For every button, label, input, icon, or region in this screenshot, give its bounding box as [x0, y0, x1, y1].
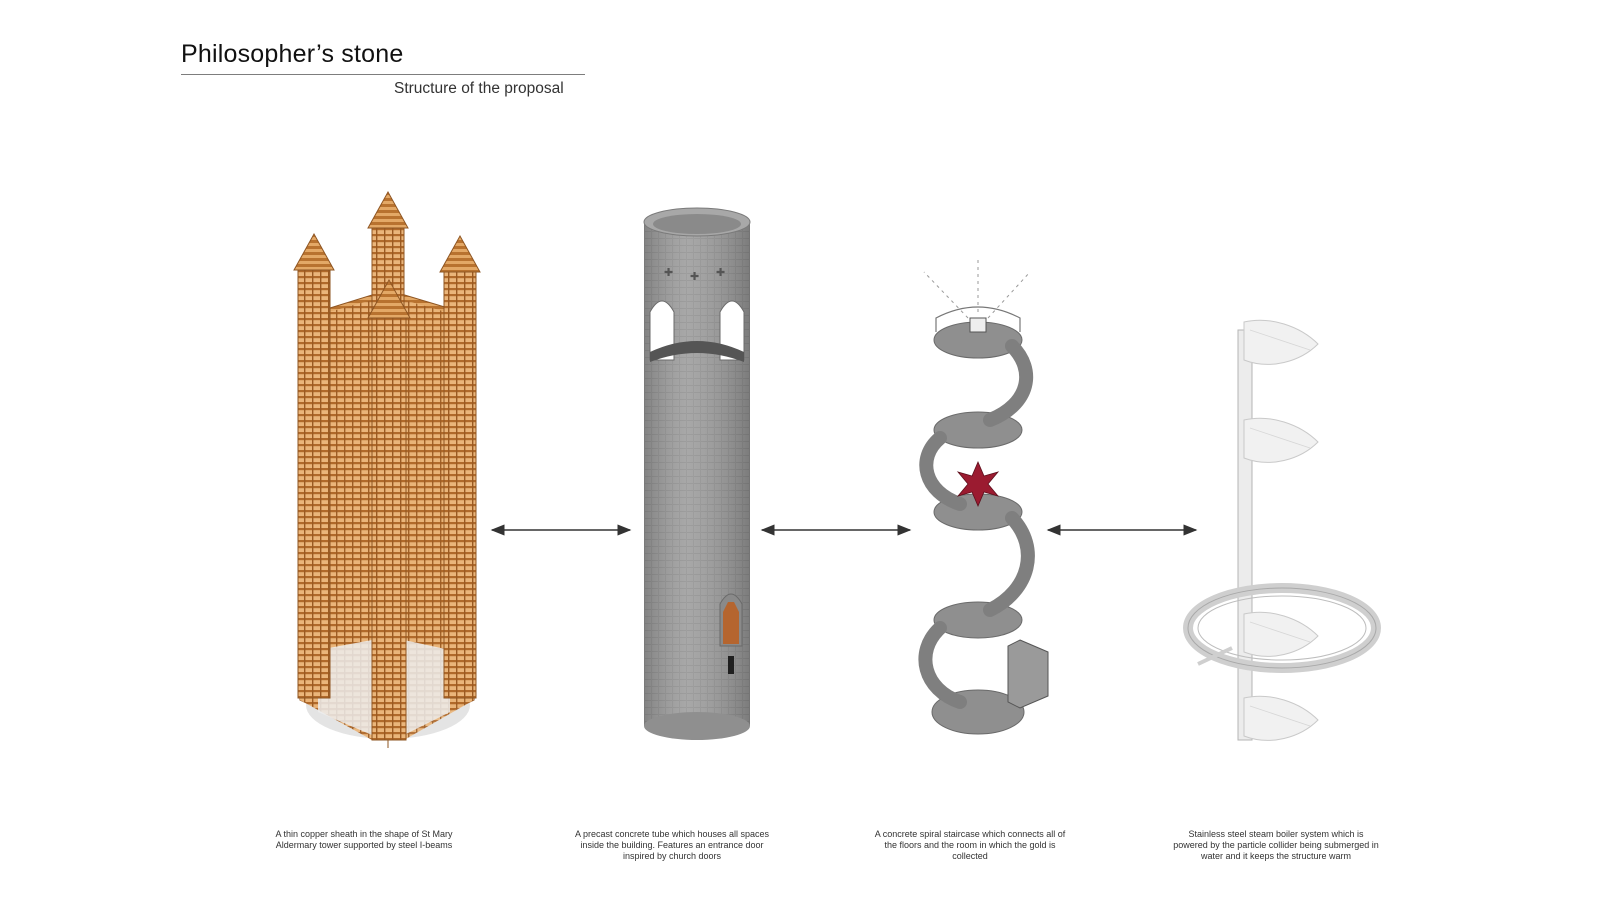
caption-concrete-tube: A precast concrete tube which houses all…	[574, 829, 770, 861]
caption-copper-sheath: A thin copper sheath in the shape of St …	[275, 829, 453, 850]
pinnacle-shaft-front	[371, 315, 407, 741]
page-subtitle: Structure of the proposal	[394, 80, 564, 97]
gold-collection-star	[956, 460, 1000, 508]
coil-hatching	[1249, 329, 1311, 727]
light-rays	[923, 258, 1031, 319]
boiler-mast	[1237, 329, 1253, 741]
landing-box	[1007, 639, 1049, 709]
spiral-staircase	[918, 258, 1049, 735]
sheath-opening-right	[404, 640, 450, 735]
tube-rim-inner	[653, 214, 741, 234]
spire-back	[367, 190, 409, 229]
stair-landings	[931, 321, 1025, 735]
svg-text:✚: ✚	[664, 266, 673, 279]
caption-steam-boiler: Stainless steel steam boiler system whic…	[1173, 829, 1379, 861]
top-pedestal	[969, 317, 987, 333]
spire-right	[439, 234, 481, 273]
copper-sheath-tower	[293, 190, 481, 748]
sheath-opening	[318, 640, 372, 735]
pinnacle-shaft-right	[443, 269, 477, 699]
concrete-tube: ✚ ✚ ✚	[643, 207, 751, 740]
top-railing	[935, 306, 1021, 332]
cross-ornaments: ✚ ✚ ✚	[664, 266, 725, 283]
spire-front	[367, 278, 411, 319]
title-divider	[181, 74, 585, 75]
page-title: Philosopher’s stone	[181, 40, 404, 68]
svg-text:✚: ✚	[716, 266, 725, 279]
svg-text:✚: ✚	[690, 270, 699, 283]
steel-boiler-system	[1183, 319, 1381, 741]
tube-bottom	[644, 712, 750, 740]
entrance-door	[723, 602, 739, 644]
spire-left	[293, 232, 335, 271]
pinnacle-shaft-left	[297, 267, 331, 699]
door-slot	[728, 656, 734, 674]
caption-spiral-staircase: A concrete spiral staircase which connec…	[874, 829, 1066, 861]
spiral-flights	[918, 339, 1035, 709]
boiler-coils	[1243, 319, 1319, 741]
